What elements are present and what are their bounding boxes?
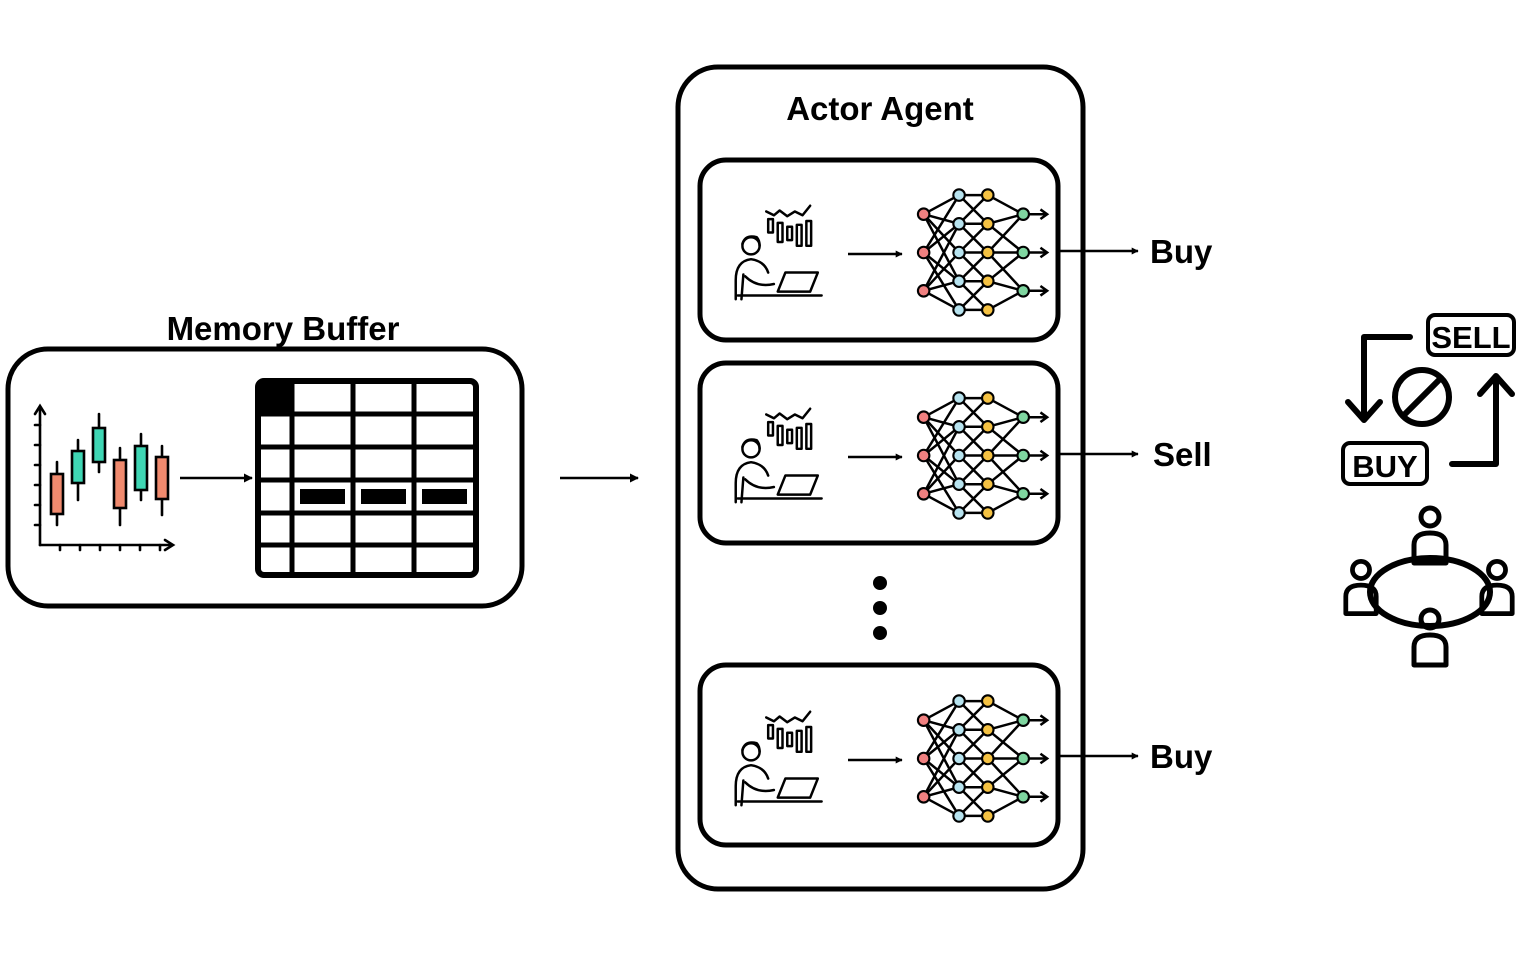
agent-card <box>697 662 1061 848</box>
sell-badge-label: SELL <box>1431 320 1510 355</box>
actor-agent: Actor Agent Buy Sell <box>675 64 1213 892</box>
memory-buffer: Memory Buffer <box>5 310 525 609</box>
arrow-down-icon <box>1345 334 1413 423</box>
person-icon <box>1414 610 1446 665</box>
trade-decision-icon: SELL BUY <box>1341 313 1516 486</box>
neural-network-icon <box>916 188 1049 317</box>
candlestick-icon <box>33 403 176 552</box>
neural-network-icon <box>916 391 1049 520</box>
agent-card <box>697 157 1061 343</box>
trader-icon <box>734 407 823 504</box>
actor-agent-title: Actor Agent <box>786 90 974 127</box>
trader-icon <box>734 204 823 301</box>
team-meeting-icon <box>1346 508 1512 665</box>
agent-action-label: Sell <box>1153 436 1212 473</box>
trader-icon <box>734 710 823 807</box>
memory-buffer-box <box>5 346 525 609</box>
buy-badge <box>1341 441 1429 486</box>
buy-badge-label: BUY <box>1352 449 1418 484</box>
table-icon <box>255 378 479 578</box>
prohibited-icon <box>1392 367 1452 427</box>
sell-badge <box>1426 313 1516 357</box>
neural-network-icon <box>916 694 1049 823</box>
ellipsis-icon <box>873 576 887 640</box>
arrow-up-icon <box>1449 373 1515 467</box>
actor-agent-box <box>675 64 1086 892</box>
person-icon <box>1414 508 1446 563</box>
meeting-table <box>1367 555 1493 629</box>
agent-action-label: Buy <box>1150 233 1213 270</box>
agent-card <box>697 360 1061 546</box>
agent-action-label: Buy <box>1150 738 1213 775</box>
memory-buffer-title: Memory Buffer <box>167 310 400 347</box>
